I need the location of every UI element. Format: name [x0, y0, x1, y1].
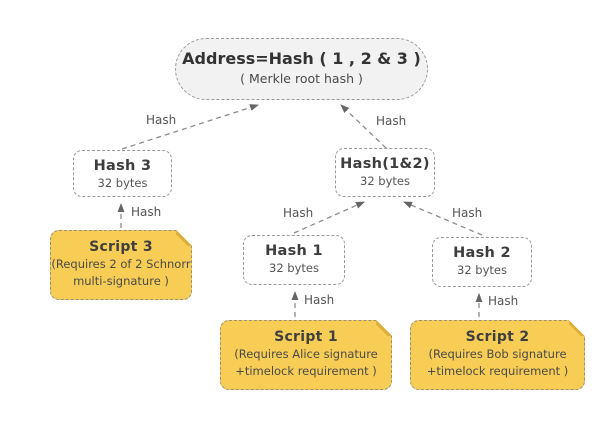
script-line1: (Requires Bob signature [428, 347, 567, 361]
edge-label-root-left: Hash [146, 113, 177, 127]
node-subtitle: 32 bytes [97, 176, 148, 190]
node-title: Hash 3 [93, 158, 152, 174]
edge-label-hash3: Hash [131, 205, 162, 219]
folded-corner-icon [569, 319, 586, 336]
node-hash12: Hash(1&2) 32 bytes [335, 148, 435, 197]
script-line2: multi-signature ) [73, 273, 169, 288]
edge-label-script2: Hash [488, 294, 519, 308]
node-hash1: Hash 1 32 bytes [243, 235, 345, 285]
node-title: Hash 1 [265, 243, 323, 259]
edge-label-hash1: Hash [283, 206, 314, 220]
script-line2: +timelock requirement ) [235, 363, 377, 378]
script-title: Script 1 [274, 329, 338, 345]
edge-label-root-right: Hash [376, 114, 407, 128]
folded-corner-icon [376, 319, 393, 336]
edge-label-hash2: Hash [452, 206, 483, 220]
node-hash3: Hash 3 32 bytes [73, 150, 172, 197]
node-subtitle: 32 bytes [457, 263, 507, 277]
script-line2: +timelock requirement ) [426, 363, 569, 378]
edge-label-script1: Hash [304, 293, 335, 307]
node-script3: Script 3 (Requires 2 of 2 Schnorr multi-… [50, 229, 193, 300]
root-address-node: Address=Hash ( 1 , 2 & 3 ) ( Merkle root… [175, 38, 428, 100]
script-line1: (Requires 2 of 2 Schnorr [51, 257, 191, 271]
node-script1: Script 1 (Requires Alice signature +time… [220, 319, 393, 390]
script-title: Script 2 [465, 329, 530, 345]
folded-corner-icon [176, 229, 193, 246]
node-hash2: Hash 2 32 bytes [432, 237, 532, 287]
node-title: Hash 2 [453, 245, 511, 261]
node-script2: Script 2 (Requires Bob signature +timelo… [410, 319, 586, 390]
root-title: Address=Hash ( 1 , 2 & 3 ) [182, 49, 421, 68]
script-title: Script 3 [89, 239, 153, 255]
node-title: Hash(1&2) [340, 156, 430, 172]
root-subtitle: ( Merkle root hash ) [240, 71, 363, 86]
node-subtitle: 32 bytes [360, 174, 410, 188]
script-line1: (Requires Alice signature [234, 347, 378, 361]
node-subtitle: 32 bytes [269, 261, 319, 275]
edge-hash3-to-root [121, 104, 259, 150]
